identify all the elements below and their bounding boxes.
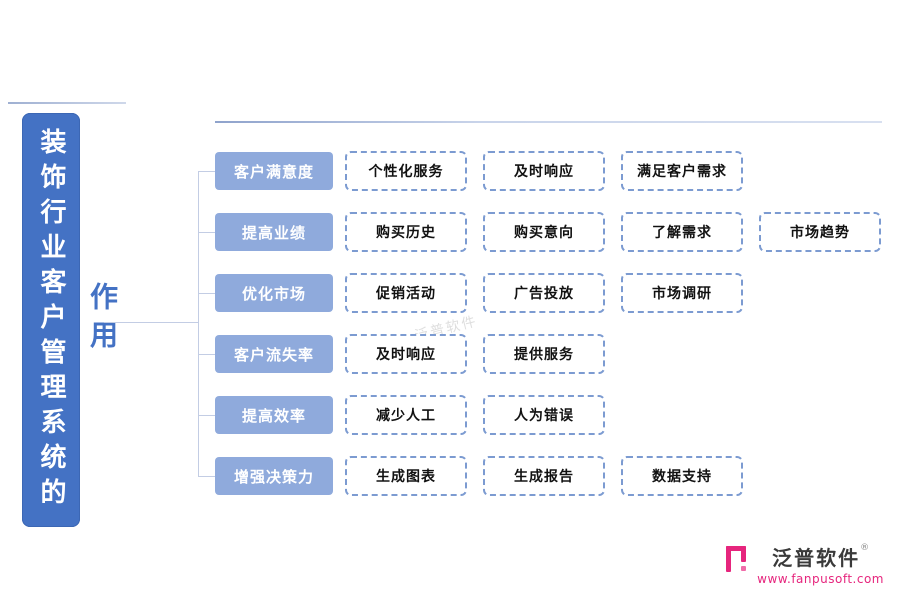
branch-label: 客户流失率 <box>215 335 333 373</box>
leaf-item: 数据支持 <box>621 456 743 496</box>
branch-row: 提高效率 减少人工 人为错误 <box>215 395 605 435</box>
root-node: 装饰行业客户管理系统的 作用 <box>22 113 124 527</box>
branch-items: 及时响应 提供服务 <box>345 334 605 374</box>
connector-stub <box>198 354 215 355</box>
leaf-item: 人为错误 <box>483 395 605 435</box>
root-title: 装饰行业客户管理系统的 <box>36 127 66 513</box>
branch-items: 购买历史 购买意向 了解需求 市场趋势 <box>345 212 881 252</box>
fanpu-logo-icon <box>726 546 747 572</box>
decorative-line-right <box>215 121 882 123</box>
branch-row: 增强决策力 生成图表 生成报告 数据支持 <box>215 456 743 496</box>
connector-stub <box>198 232 215 233</box>
branch-row: 客户流失率 及时响应 提供服务 <box>215 334 605 374</box>
leaf-item: 市场趋势 <box>759 212 881 252</box>
branch-label: 客户满意度 <box>215 152 333 190</box>
leaf-item: 提供服务 <box>483 334 605 374</box>
branch-items: 促销活动 广告投放 市场调研 <box>345 273 743 313</box>
branch-label: 提高效率 <box>215 396 333 434</box>
branch-row: 客户满意度 个性化服务 及时响应 满足客户需求 <box>215 151 743 191</box>
branch-row: 提高业绩 购买历史 购买意向 了解需求 市场趋势 <box>215 212 881 252</box>
leaf-item: 生成报告 <box>483 456 605 496</box>
brand-url: www.fanpusoft.com <box>757 572 884 586</box>
brand-registered-mark: ® <box>860 543 870 553</box>
branch-items: 生成图表 生成报告 数据支持 <box>345 456 743 496</box>
connector-stub <box>198 293 215 294</box>
root-title-box: 装饰行业客户管理系统的 <box>22 113 80 527</box>
leaf-item: 市场调研 <box>621 273 743 313</box>
leaf-item: 减少人工 <box>345 395 467 435</box>
leaf-item: 广告投放 <box>483 273 605 313</box>
branch-items: 个性化服务 及时响应 满足客户需求 <box>345 151 743 191</box>
leaf-item: 购买意向 <box>483 212 605 252</box>
branch-row: 优化市场 促销活动 广告投放 市场调研 <box>215 273 743 313</box>
connector-stub <box>198 415 215 416</box>
leaf-item: 及时响应 <box>483 151 605 191</box>
leaf-item: 满足客户需求 <box>621 151 743 191</box>
leaf-item: 购买历史 <box>345 212 467 252</box>
brand-block: 泛普软件 ® www.fanpusoft.com <box>723 542 884 586</box>
leaf-item: 了解需求 <box>621 212 743 252</box>
connector-stub <box>198 476 215 477</box>
connector-root-line <box>104 322 198 323</box>
connector-trunk <box>198 171 199 476</box>
connector-stub <box>198 171 215 172</box>
leaf-item: 生成图表 <box>345 456 467 496</box>
decorative-line-left <box>8 102 126 104</box>
branch-label: 增强决策力 <box>215 457 333 495</box>
brand-text: 泛普软件 ® www.fanpusoft.com <box>757 542 884 586</box>
branch-label: 优化市场 <box>215 274 333 312</box>
branch-label: 提高业绩 <box>215 213 333 251</box>
leaf-item: 促销活动 <box>345 273 467 313</box>
leaf-item: 及时响应 <box>345 334 467 374</box>
brand-name: 泛普软件 <box>772 546 861 570</box>
leaf-item: 个性化服务 <box>345 151 467 191</box>
root-subtitle-wrap: 作用 <box>80 113 124 527</box>
branch-items: 减少人工 人为错误 <box>345 395 605 435</box>
root-subtitle: 作用 <box>86 282 119 358</box>
